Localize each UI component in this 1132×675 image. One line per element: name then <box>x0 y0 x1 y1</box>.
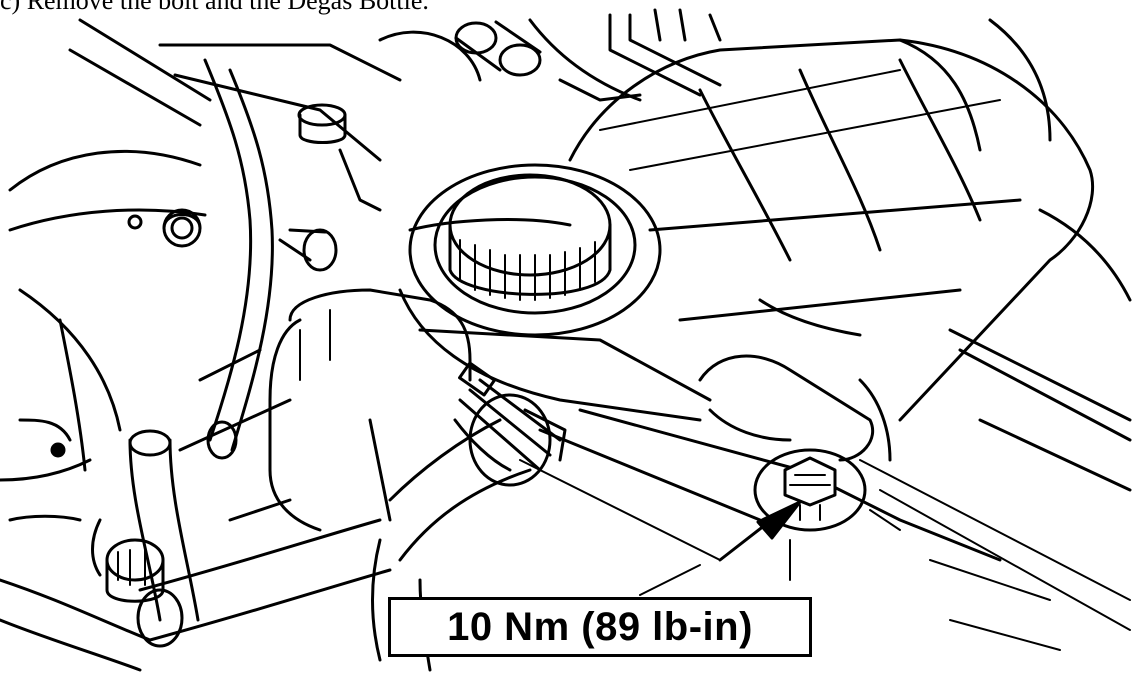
hose-clamp <box>453 361 567 487</box>
retaining-bolt <box>698 354 875 532</box>
lower-hose <box>136 348 392 648</box>
step-instruction: c) Remove the bolt and the Degas Bottle. <box>0 0 429 15</box>
left-pipe <box>128 58 274 622</box>
left-bracket <box>8 149 207 472</box>
callout-arrow <box>639 500 802 596</box>
torque-callout-box: 10 Nm (89 lb-in) <box>388 597 812 657</box>
housing-nipples <box>278 103 382 272</box>
pressure-cap <box>408 163 662 337</box>
left-fittings <box>0 418 165 672</box>
right-panel <box>789 378 901 581</box>
breather-tube <box>454 20 542 77</box>
overflow-tank <box>268 288 472 532</box>
torque-spec-label: 10 Nm (89 lb-in) <box>447 604 753 649</box>
degas-bottle <box>398 38 1095 562</box>
engine-background-lines <box>68 8 1132 651</box>
